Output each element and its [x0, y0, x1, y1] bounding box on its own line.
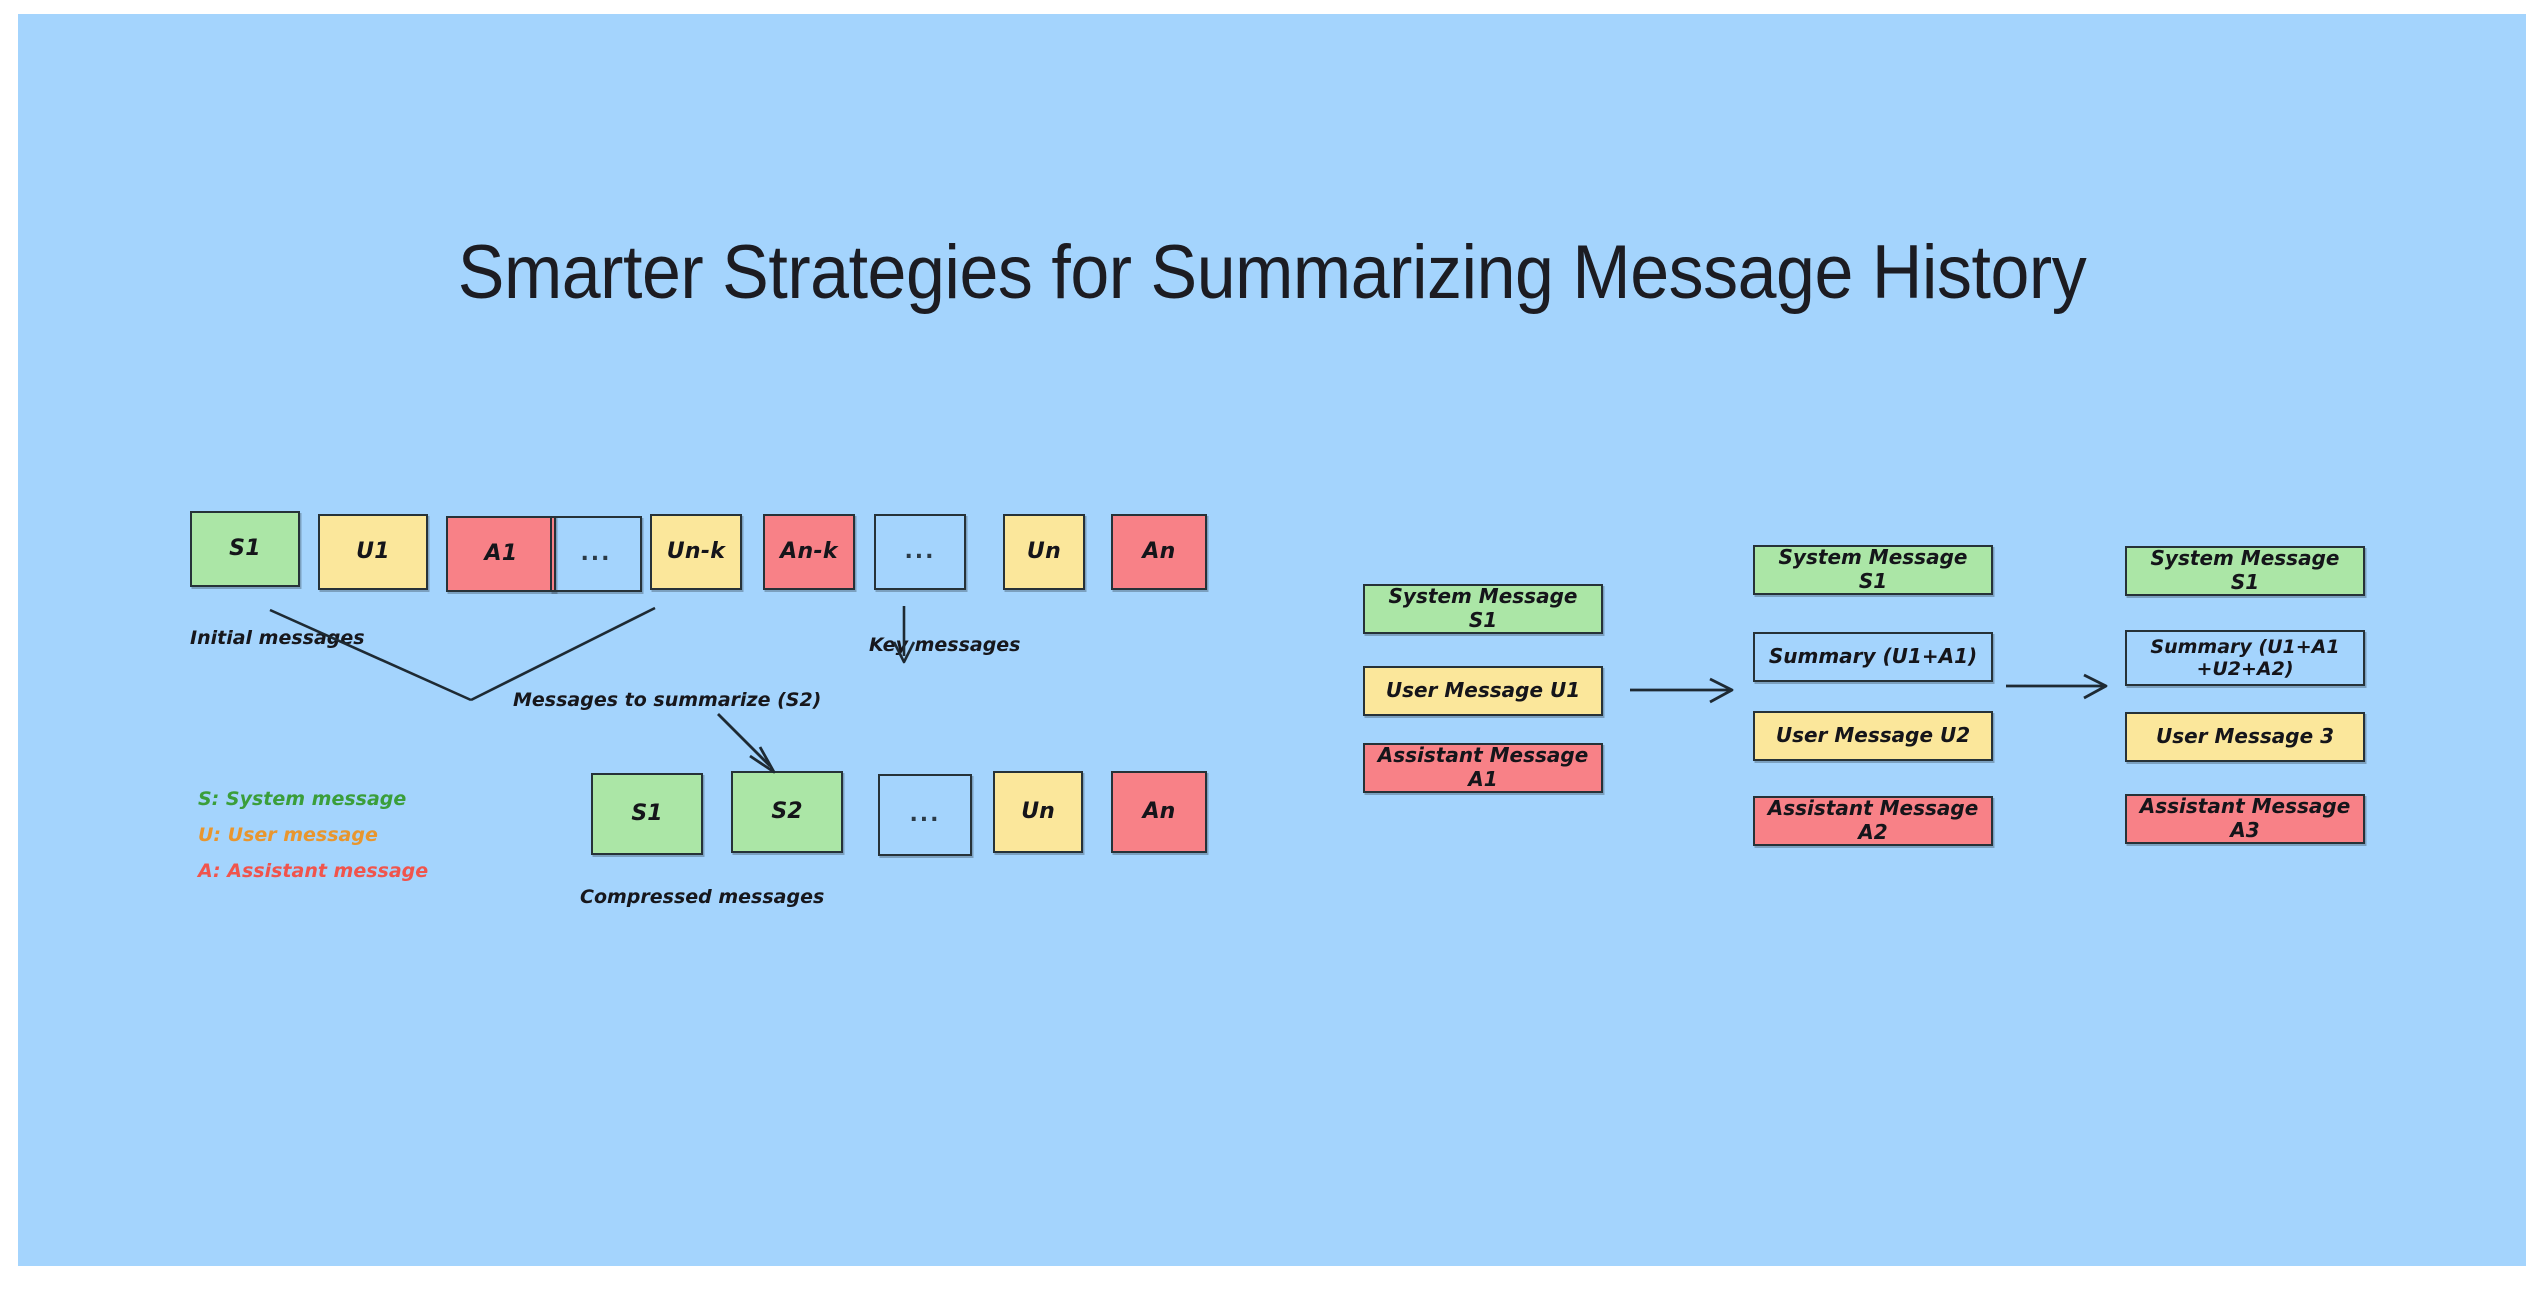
message-box-label: Assistant Message A3 [2139, 794, 2351, 842]
page-title: Smarter Strategies for Summarizing Messa… [457, 230, 2087, 315]
token-label: Un [1021, 799, 1055, 825]
step1-box-system: System Message S1 [1363, 584, 1603, 634]
token-label: ... [580, 541, 612, 567]
token-initial-7: Un [1003, 514, 1085, 590]
key-messages-label: Key messages [869, 634, 1021, 656]
arrow-step2-to-step3-head [2083, 673, 2108, 700]
step1-box-user: User Message U1 [1363, 666, 1603, 716]
step3-box-summary: Summary (U1+A1 +U2+A2) [2125, 630, 2365, 686]
step2-box-system: System Message S1 [1753, 545, 1993, 595]
bracket-left-leg [269, 608, 472, 702]
token-initial-1: U1 [318, 514, 428, 590]
token-label: S1 [631, 801, 663, 827]
token-label: An [1142, 539, 1176, 565]
summarize-arrow-shaft [717, 713, 771, 767]
token-label: ... [904, 539, 936, 565]
token-initial-8: An [1111, 514, 1207, 590]
token-compressed-3: Un [993, 771, 1083, 853]
message-box-label: Assistant Message A1 [1377, 743, 1589, 791]
message-box-label: System Message S1 [2150, 546, 2340, 594]
step2-box-summary: Summary (U1+A1) [1753, 632, 1993, 682]
summarize-arrow-head [749, 746, 776, 774]
initial-messages-label: Initial messages [190, 627, 365, 649]
token-initial-6: ... [874, 514, 966, 590]
step2-box-user: User Message U2 [1753, 711, 1993, 761]
legend-item-user: U: User message [198, 824, 378, 846]
token-label: An-k [780, 539, 838, 565]
token-initial-5: An-k [763, 514, 855, 590]
token-label: S1 [229, 536, 261, 562]
token-label: U1 [356, 539, 390, 565]
token-compressed-0: S1 [591, 773, 703, 855]
legend-item-system: S: System message [198, 788, 407, 810]
token-label: ... [909, 802, 941, 828]
message-box-label: Summary (U1+A1) [1768, 644, 1978, 669]
message-box-label: Assistant Message A2 [1767, 796, 1979, 844]
step2-box-assistant: Assistant Message A2 [1753, 796, 1993, 846]
message-box-label: Summary (U1+A1 +U2+A2) [2150, 635, 2340, 680]
step1-box-assistant: Assistant Message A1 [1363, 743, 1603, 793]
token-initial-2: A1 [446, 516, 556, 592]
arrow-step1-to-step2-head [1709, 677, 1734, 704]
token-initial-4: Un-k [650, 514, 742, 590]
diagram-canvas: Smarter Strategies for Summarizing Messa… [18, 14, 2526, 1266]
message-box-label: User Message U2 [1775, 723, 1971, 748]
message-box-label: System Message S1 [1778, 545, 1968, 593]
message-box-label: User Message 3 [2155, 724, 2335, 749]
messages-to-summarize-label: Messages to summarize (S2) [513, 689, 822, 711]
token-compressed-1: S2 [731, 771, 843, 853]
step3-box-assistant: Assistant Message A3 [2125, 794, 2365, 844]
token-compressed-2: ... [878, 774, 972, 856]
bracket-right-leg [470, 606, 656, 702]
token-initial-3: ... [550, 516, 642, 592]
compressed-messages-label: Compressed messages [580, 886, 825, 908]
message-box-label: System Message S1 [1388, 584, 1578, 632]
legend-item-assistant: A: Assistant message [198, 860, 429, 882]
message-box-label: User Message U1 [1385, 678, 1581, 703]
step3-box-user: User Message 3 [2125, 712, 2365, 762]
token-label: An [1142, 799, 1176, 825]
token-label: A1 [484, 541, 518, 567]
token-initial-0: S1 [190, 511, 300, 587]
token-label: Un-k [666, 539, 726, 565]
token-compressed-4: An [1111, 771, 1207, 853]
token-label: Un [1026, 539, 1062, 565]
step3-box-system: System Message S1 [2125, 546, 2365, 596]
token-label: S2 [771, 799, 803, 825]
